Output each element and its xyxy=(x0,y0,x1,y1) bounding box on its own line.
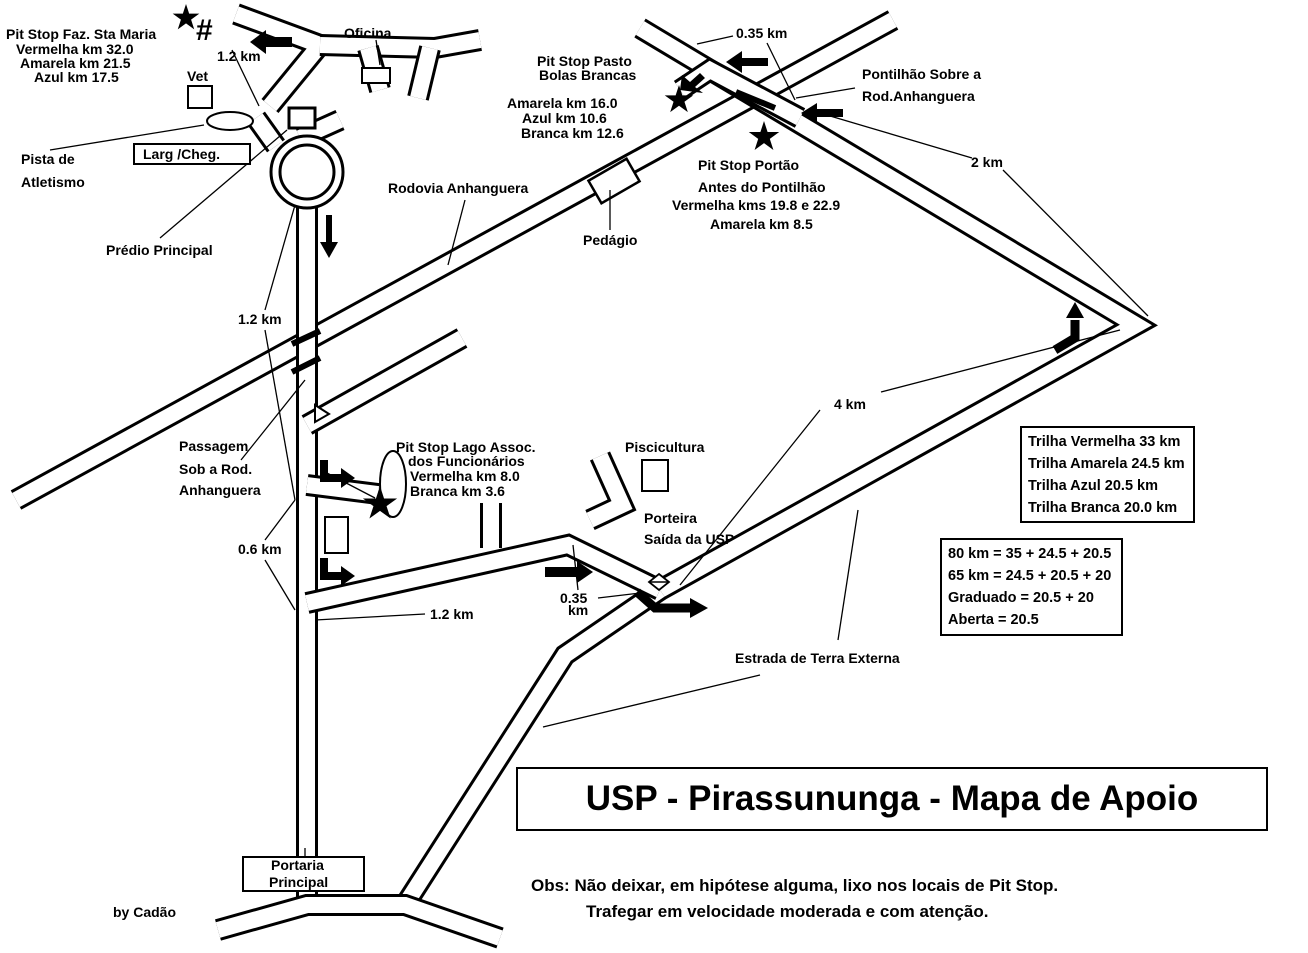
pit-stop-km: Branca km 3.6 xyxy=(410,483,505,499)
pit-stop-km: Amarela km 16.0 xyxy=(507,95,618,111)
pit-stop-label: Pit Stop Lago Assoc. xyxy=(396,439,536,455)
oficina-label: Oficina xyxy=(344,25,392,41)
pit-stop-label: Bolas Brancas xyxy=(539,67,636,83)
trails-legend: Trilha Vermelha 33 km Trilha Amarela 24.… xyxy=(1020,426,1195,523)
porteira-label: Porteira xyxy=(644,510,697,526)
distance-label: 0.35 xyxy=(560,590,587,606)
piscicultura-building xyxy=(641,459,669,492)
star-icon xyxy=(748,121,780,150)
portaria-label: Principal xyxy=(269,874,328,890)
distance-label: 1.2 km xyxy=(217,48,261,64)
oficina-building xyxy=(361,67,391,84)
trail-item: Trilha Azul 20.5 km xyxy=(1028,478,1159,494)
star-icon xyxy=(664,85,694,113)
pit-stop-km: Vermelha km 8.0 xyxy=(410,468,520,484)
distance-label: 0.6 km xyxy=(238,541,282,557)
pontilhao-label: Rod.Anhanguera xyxy=(862,88,975,104)
trail-item: Trilha Amarela 24.5 km xyxy=(1028,456,1185,472)
pista-atletismo xyxy=(206,111,254,131)
largada-label: Larg /Cheg. xyxy=(143,146,220,162)
pedagio-label: Pedágio xyxy=(583,232,637,248)
star-icon xyxy=(172,4,200,30)
distance-label: 2 km xyxy=(971,154,1003,170)
pit-stop-lago: Pit Stop Lago Assoc. dos Funcionários Ve… xyxy=(396,439,536,499)
pontilhao-mark xyxy=(734,89,777,111)
portaria-box xyxy=(242,856,365,892)
arrow-up-icon xyxy=(1052,320,1080,354)
formula-item: 65 km = 24.5 + 20.5 + 20 xyxy=(948,568,1112,584)
distance-formulas: 80 km = 35 + 24.5 + 20.5 65 km = 24.5 + … xyxy=(940,538,1124,636)
distance-label: km xyxy=(568,602,588,618)
note-line: Obs: Não deixar, em hipótese alguma, lix… xyxy=(531,876,1059,895)
piscicultura-label: Piscicultura xyxy=(625,439,705,455)
direction-arrows xyxy=(250,30,1084,618)
vet-label: Vet xyxy=(187,68,208,84)
arrow-turn-right-icon xyxy=(341,468,355,488)
pista-label: Atletismo xyxy=(21,174,85,190)
rodovia-label: Rodovia Anhanguera xyxy=(388,180,528,196)
pit-stop-km: Branca km 12.6 xyxy=(521,125,624,141)
roads xyxy=(10,3,1158,949)
pit-stop-label: Pit Stop Portão xyxy=(698,157,799,173)
distance-label: 1.2 km xyxy=(430,606,474,622)
vet-building xyxy=(187,85,213,109)
author-label: by Cadão xyxy=(113,904,176,920)
distance-label: 1.2 km xyxy=(238,311,282,327)
distance-label: 4 km xyxy=(834,396,866,412)
pit-stop-portao: Pit Stop Portão Antes do Pontilhão Verme… xyxy=(672,157,840,232)
trail-item: Trilha Vermelha 33 km xyxy=(1028,434,1181,450)
pit-stop-km: Azul km 10.6 xyxy=(522,110,607,126)
pit-stop-label: Pit Stop Faz. Sta Maria xyxy=(6,26,156,42)
passagem-label: Sob a Rod. xyxy=(179,461,252,477)
star-icon xyxy=(362,486,398,519)
pit-stop-km: Vermelha kms 19.8 e 22.9 xyxy=(672,197,840,213)
leader-lines xyxy=(49,35,1149,857)
distance-label: 0.35 km xyxy=(736,25,787,41)
pit-stop-km: Vermelha km 32.0 xyxy=(16,41,134,57)
arrow-left-icon xyxy=(726,51,768,73)
formula-item: 80 km = 35 + 24.5 + 20.5 xyxy=(948,546,1112,562)
note-line: Trafegar em velocidade moderada e com at… xyxy=(586,902,989,921)
estrada-label: Estrada de Terra Externa xyxy=(735,650,900,666)
pit-stop-km: Amarela km 21.5 xyxy=(20,55,131,71)
formula-item: Graduado = 20.5 + 20 xyxy=(948,590,1094,606)
trail-item: Trilha Branca 20.0 km xyxy=(1028,500,1178,516)
porteira-symbol xyxy=(647,572,671,592)
passagem-label: Anhanguera xyxy=(179,482,261,498)
pit-stop-label: Pit Stop Pasto xyxy=(537,53,632,69)
porteira-label: Saída da USP xyxy=(644,531,734,547)
predio-building xyxy=(287,106,317,130)
pit-stop-label: dos Funcionários xyxy=(408,453,525,469)
arrow-turn-right-icon xyxy=(341,566,355,586)
small-triangle xyxy=(314,403,331,424)
pit-stop-faz-santa-maria: Pit Stop Faz. Sta Maria Vermelha km 32.0… xyxy=(6,26,156,85)
largada-box xyxy=(133,143,251,165)
portaria-label: Portaria xyxy=(271,857,324,873)
formula-item: Aberta = 20.5 xyxy=(948,612,1039,628)
pista-label: Pista de xyxy=(21,151,75,167)
arrow-left-icon xyxy=(250,30,292,54)
arrow-right-icon xyxy=(690,598,708,618)
arrow-down-icon xyxy=(320,215,338,258)
pontilhao-label: Pontilhão Sobre a xyxy=(862,66,981,82)
pit-stop-km: Amarela km 8.5 xyxy=(710,216,813,232)
pedagio-booth xyxy=(586,157,642,205)
map-title: USP - Pirassununga - Mapa de Apoio xyxy=(516,767,1268,831)
passagem-label: Passagem xyxy=(179,438,248,454)
small-building xyxy=(324,516,349,554)
pit-stop-label: Antes do Pontilhão xyxy=(698,179,826,195)
arrow-right-icon xyxy=(545,561,593,583)
pit-stop-km: Azul km 17.5 xyxy=(34,69,119,85)
underpass-mark xyxy=(290,328,322,347)
hash-symbol: # xyxy=(196,14,213,47)
pit-stop-pasto: Pit Stop Pasto Bolas Brancas Amarela km … xyxy=(507,53,636,141)
arrow-diagonal-icon xyxy=(680,73,705,93)
predio-label: Prédio Principal xyxy=(106,242,213,258)
